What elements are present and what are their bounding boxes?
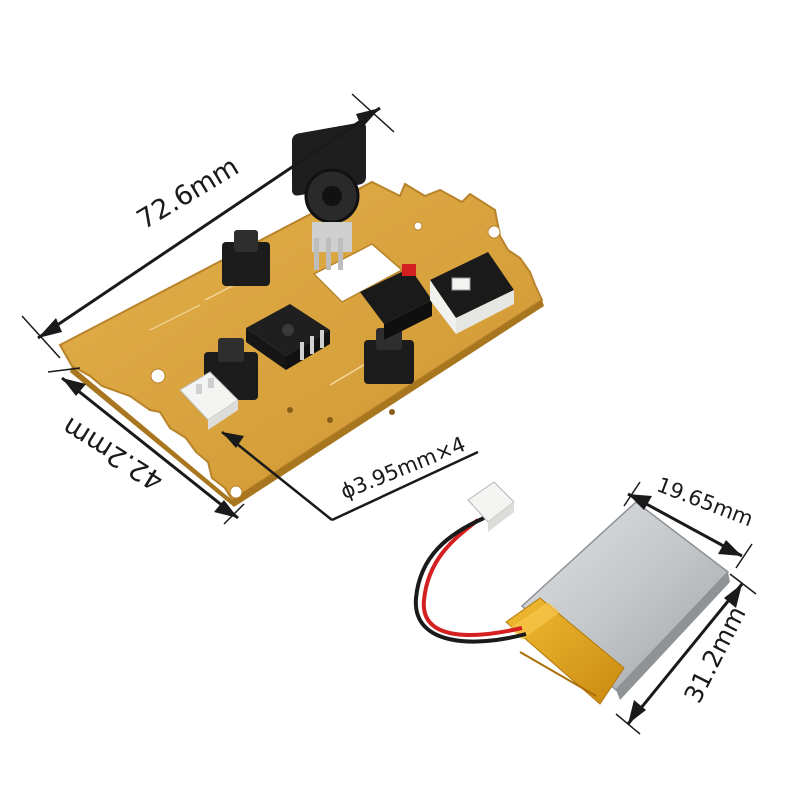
dimension-line-board-length [21, 93, 395, 359]
scroll-encoder [292, 122, 366, 270]
battery-wires [413, 516, 527, 644]
dimension-line-board-width [47, 367, 245, 525]
dimension-line-battery-width [623, 481, 753, 569]
micro-switch [430, 252, 514, 334]
tact-switch [222, 230, 270, 286]
battery [505, 501, 730, 705]
board-connector [179, 371, 239, 430]
battery-connector [467, 481, 515, 532]
dimension-line-battery-length [615, 573, 757, 735]
optical-sensor [246, 304, 330, 370]
leader-line-hole [221, 431, 479, 522]
micro-switch [360, 264, 432, 340]
